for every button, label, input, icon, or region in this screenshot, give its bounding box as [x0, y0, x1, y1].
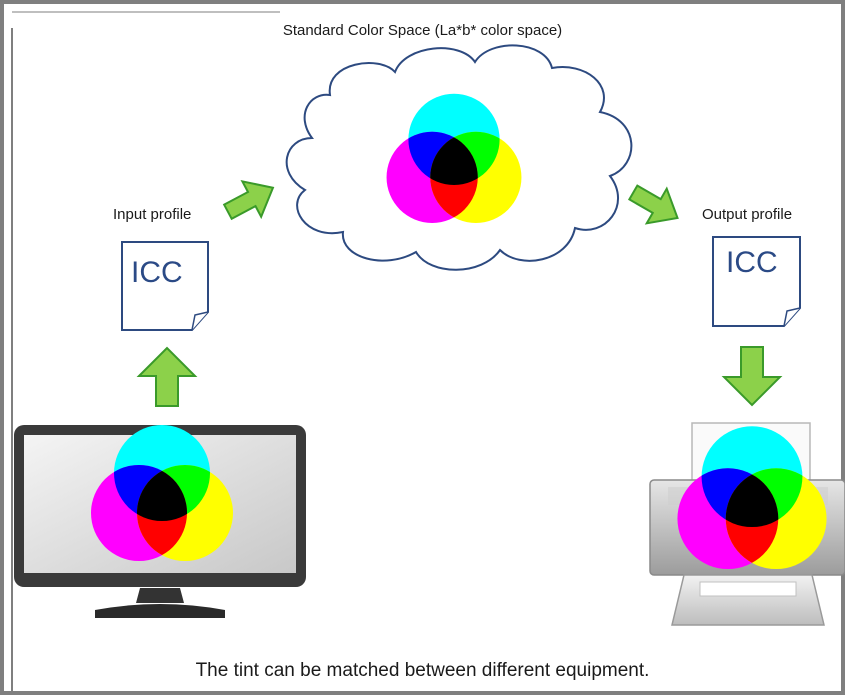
arrow-icon — [721, 346, 783, 407]
black-overlap — [725, 468, 779, 528]
black-overlap — [430, 131, 478, 185]
icc-input-text: ICC — [131, 256, 183, 289]
document-icon — [121, 241, 209, 331]
arrow-icon — [627, 184, 679, 225]
color-venn-cloud — [386, 93, 522, 223]
caption: The tint can be matched between differen… — [195, 660, 650, 681]
color-venn-monitor — [91, 425, 233, 561]
black-overlap — [137, 465, 187, 521]
output-profile-label: Output profile — [702, 206, 793, 223]
input-profile-label: Input profile — [113, 206, 192, 223]
arrow-icon — [136, 346, 198, 407]
color-space-title: Standard Color Space (La*b* color space) — [282, 22, 563, 39]
icc-output-text: ICC — [726, 246, 778, 279]
color-venn-printer — [677, 426, 827, 570]
arrow-icon — [222, 179, 275, 221]
document-icon — [712, 236, 801, 327]
